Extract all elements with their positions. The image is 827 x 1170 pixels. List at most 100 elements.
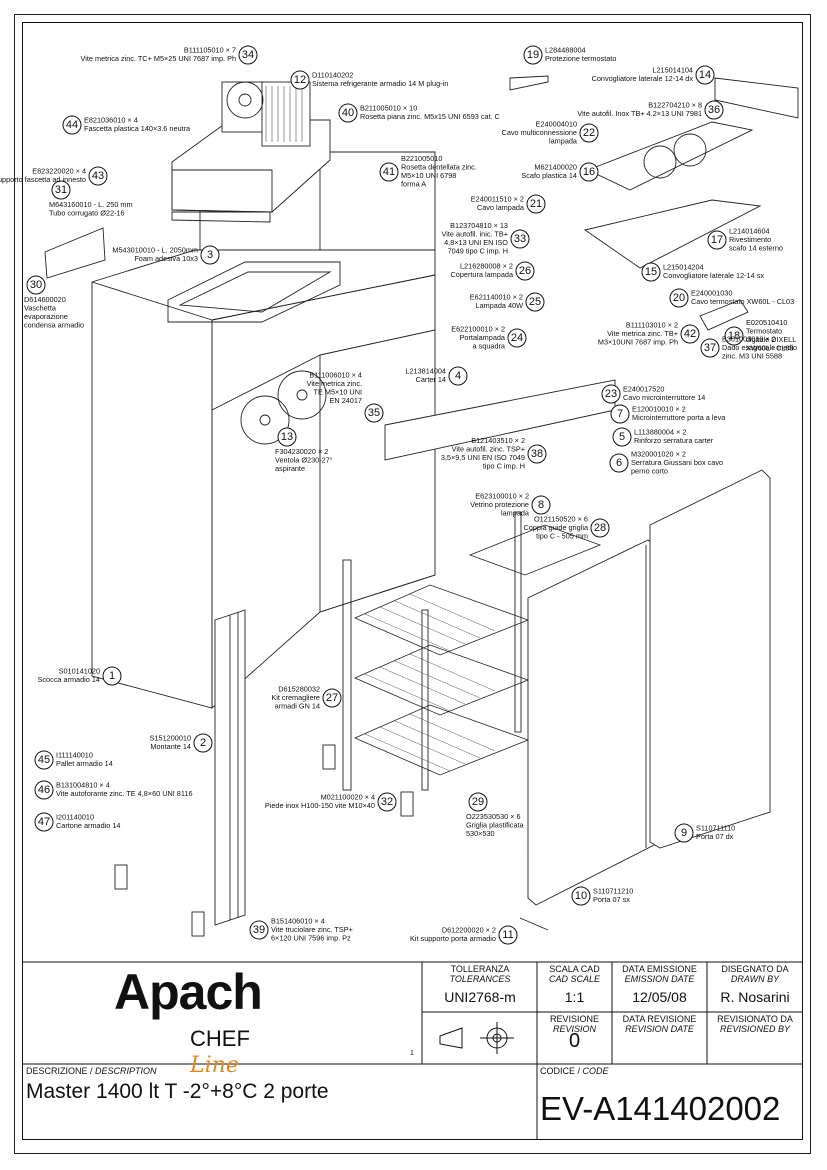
callout-number: 35 [368, 407, 380, 419]
callout-text-line: M643160010 - L. 250 mm [49, 200, 133, 209]
callout-text-line: Griglia plastificata [466, 821, 525, 830]
callout-text-line: M543010010 - L. 2050mm [112, 246, 198, 255]
callout-bubble [601, 384, 621, 404]
callout-number: 21 [530, 198, 542, 210]
callout-text-line: Tubo corrugato Ø22-16 [49, 209, 125, 218]
code-label-en: CODE [582, 1066, 609, 1076]
callout-text-line: D614600020 [24, 295, 66, 304]
scale-value: 1:1 [564, 989, 585, 1005]
drawing-geometry [44, 75, 799, 937]
callout-text-line: L215014104 [652, 66, 693, 75]
callout-text-line: Vaschetta [24, 304, 57, 313]
callout-text-line: Rinforzo serratura carter [634, 436, 714, 445]
brand-logo: Apach CHEF Line [110, 964, 300, 1078]
callout-text-line: S110711210 [593, 887, 633, 896]
callout-number: 41 [383, 166, 395, 178]
scale-label: SCALA CAD [549, 964, 600, 974]
callout-bubble [700, 338, 720, 358]
description-cell: DESCRIZIONE / DESCRIPTION Master 1400 lt… [26, 1066, 534, 1138]
scale-label-en: CAD SCALE [548, 974, 601, 984]
callout-text-line: M3×10UNI 7687 imp. Ph [598, 337, 678, 346]
callout-text-line: B122704210 × 8 [648, 101, 702, 110]
callout-number: 7 [617, 408, 623, 420]
callout-bubble [590, 518, 610, 538]
callout-bubble [249, 920, 269, 940]
emission-label: DATA EMISSIONE [622, 964, 697, 974]
callout-number: 40 [342, 107, 354, 119]
revisioned-label: REVISIONATO DA [717, 1014, 793, 1024]
callout-text-line: I111140010 [56, 751, 93, 760]
callout-number: 3 [207, 249, 213, 261]
callout-text-line: B221005010 [401, 154, 442, 163]
callout-text-line: tipo C imp. H [483, 462, 525, 471]
callout-text-line: O223530530 × 6 [466, 812, 521, 821]
callout-bubble [527, 444, 547, 464]
callout-bubble [531, 495, 551, 515]
callout-number: 30 [30, 279, 42, 291]
callout-text-line: Copertura lampada [451, 270, 514, 279]
callout-text-line: S110711110 [696, 824, 735, 833]
cabinet-body [91, 151, 436, 710]
callout-number: 25 [529, 296, 541, 308]
callout-number: 29 [472, 796, 484, 808]
brand-name: Apach [114, 964, 263, 1020]
callout-bubble [525, 292, 545, 312]
callout-bubble [680, 324, 700, 344]
callout-text-line: E621140010 × 2 [470, 293, 523, 302]
callout-bubble [498, 925, 518, 945]
code-value: EV-A141402002 [540, 1090, 781, 1127]
callout-text-line: E240004010 [536, 119, 577, 128]
callout-text-line: F304230020 × 2 [275, 447, 328, 456]
callout-text-line: Fascetta plastica 140×3.6 neutra [84, 124, 191, 133]
callout-text-line: Rosetta dentellata zinc. [401, 163, 477, 172]
callout-text-line: D615280032 [278, 684, 320, 693]
callout-number: 2 [200, 737, 206, 749]
callout-bubble [526, 194, 546, 214]
callout-number: 47 [38, 816, 50, 828]
callout-text-line: B131004810 × 4 [56, 781, 110, 790]
callout-text-line: Foam adesiva 10x3 [134, 254, 198, 263]
callout-text-line: Serratura Giussani box cavo [631, 458, 723, 467]
rack-strips [342, 511, 522, 791]
callout-text-line: Kit cremagliere [271, 693, 320, 702]
callout-bubble [707, 230, 727, 250]
callout-number: 18 [728, 330, 740, 342]
callout-number: 14 [699, 69, 711, 81]
callout-text-line: scafo 14 esterno [729, 243, 783, 252]
projection-symbol [439, 1022, 514, 1054]
callout-text-line: zinc. M3 UNI 5588 [722, 351, 782, 360]
callout-text-line: Coppia guide griglia [524, 523, 589, 532]
callout-number: 36 [708, 104, 720, 116]
callout-text-line: EN 24017 [330, 396, 362, 405]
callout-text-line: E020510410 [746, 318, 787, 327]
